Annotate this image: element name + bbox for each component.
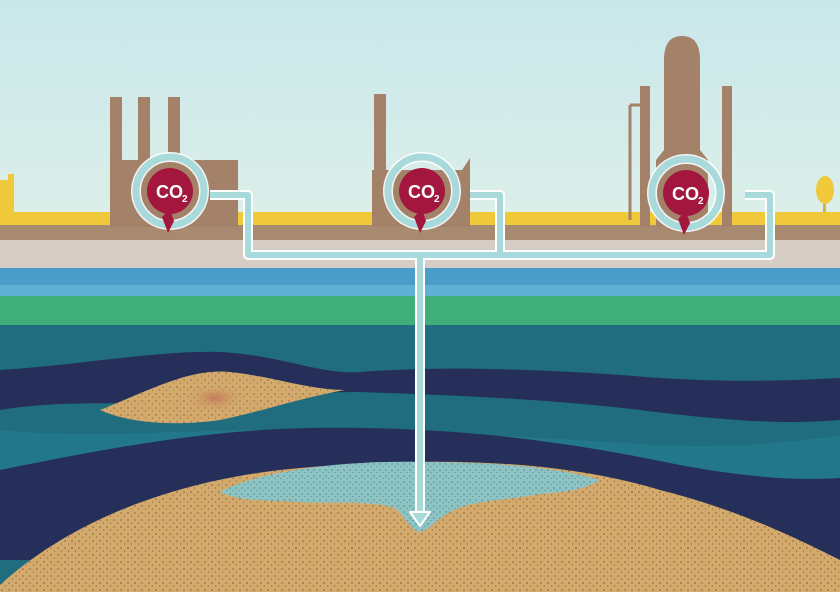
co2-subscript: 2 — [698, 196, 704, 207]
tree-icon — [816, 176, 834, 215]
injection-arrow-icon — [409, 511, 431, 527]
capture-arrow-icon — [678, 211, 690, 235]
co2-label: CO — [408, 182, 435, 202]
capture-arrow-icon — [162, 209, 174, 233]
co2-capture-right: CO 2 — [647, 154, 725, 235]
co2-label: CO — [672, 184, 699, 204]
co2-capture-middle: CO 2 — [383, 152, 461, 233]
co2-pipeline — [210, 190, 775, 527]
building-left-edge — [0, 174, 14, 214]
capture-arrow-icon — [414, 209, 426, 233]
co2-label: CO — [156, 182, 183, 202]
co2-subscript: 2 — [434, 194, 440, 205]
co2-capture-left: CO 2 — [131, 152, 209, 233]
co2-subscript: 2 — [182, 194, 188, 205]
